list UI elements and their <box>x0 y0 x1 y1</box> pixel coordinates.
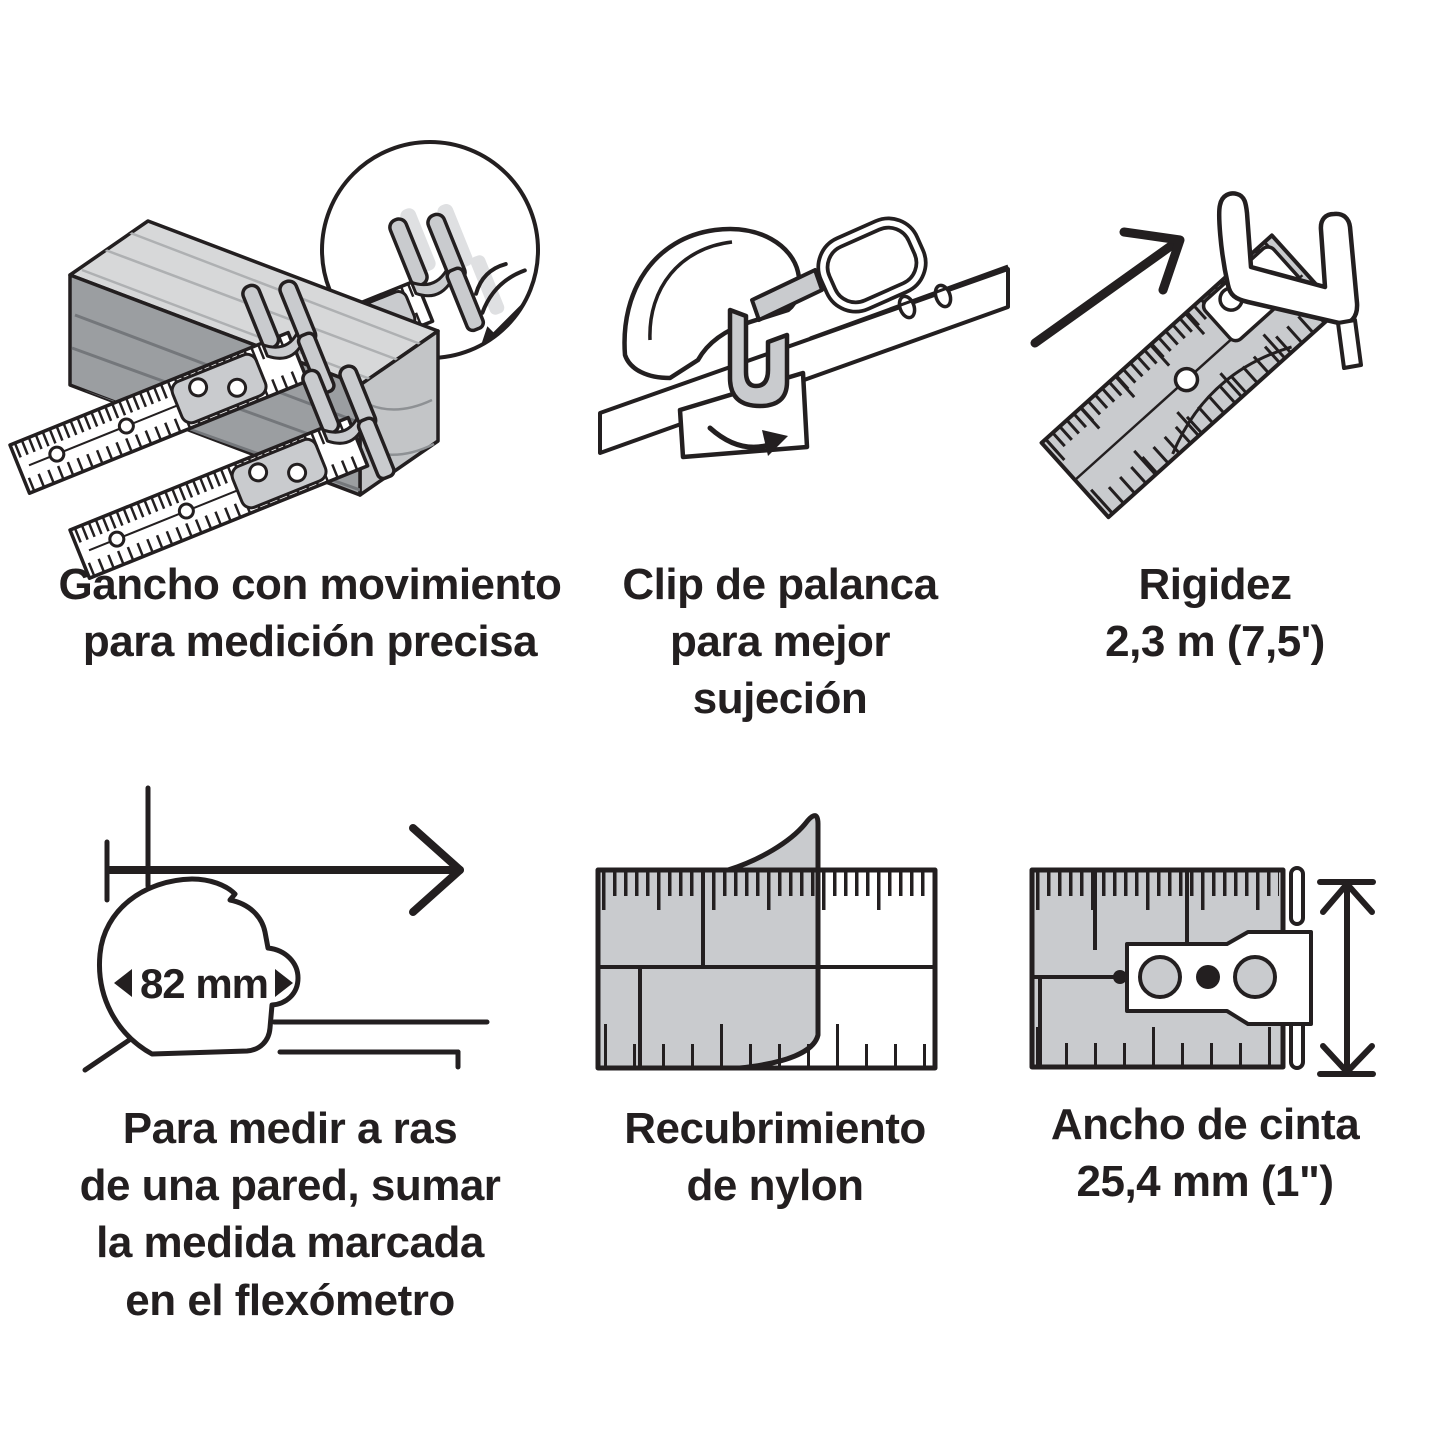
tape-case <box>96 876 301 1057</box>
case-width-dimension: 82 mm <box>114 960 293 1007</box>
right-triangle-icon <box>275 969 293 997</box>
peel-edge <box>725 813 821 1071</box>
measure-arrow-icon <box>106 824 464 916</box>
left-triangle-icon <box>114 969 132 997</box>
movable-hook <box>388 212 486 333</box>
end-hook-edge <box>1289 866 1305 1070</box>
width-dimension-arrow-icon <box>1317 879 1376 1077</box>
caption-standout: Rigidez 2,3 m (7,5') <box>1105 560 1325 667</box>
caption-tape-width: Ancho de cinta 25,4 mm (1") <box>1050 1100 1360 1207</box>
end-hook <box>1217 191 1363 370</box>
illustration-lever-clip <box>598 216 1010 460</box>
illustration-tape-width <box>1029 866 1376 1077</box>
clip-wire-loop <box>816 216 928 314</box>
standout-arrow-icon <box>1030 227 1185 348</box>
tape-exit <box>271 1019 490 1070</box>
rivet-plate <box>1113 930 1313 1026</box>
illustration-hook-movement <box>30 140 540 545</box>
magnifier-circle <box>320 140 540 360</box>
lever-clip <box>727 268 824 409</box>
case-width-label: 82 mm <box>140 960 268 1007</box>
tape-markings <box>1032 870 1279 1067</box>
illustration-standout <box>1030 191 1363 520</box>
caption-hook-movement: Gancho con movimiento para medición prec… <box>58 560 562 667</box>
illustration-nylon-coating <box>595 813 938 1071</box>
caption-lever-clip: Clip de palanca para mejor sujeción <box>622 560 938 724</box>
tape-outline <box>595 867 938 1071</box>
illustration-flush-measurement: 82 mm <box>82 785 490 1073</box>
caption-flush-measurement: Para medir a ras de una pared, sumar la … <box>79 1104 501 1325</box>
nylon-film <box>598 815 818 1068</box>
tape-markings <box>598 870 935 1068</box>
rotation-arrow-icon <box>707 425 788 456</box>
caption-nylon-coating: Recubrimiento de nylon <box>624 1104 926 1211</box>
